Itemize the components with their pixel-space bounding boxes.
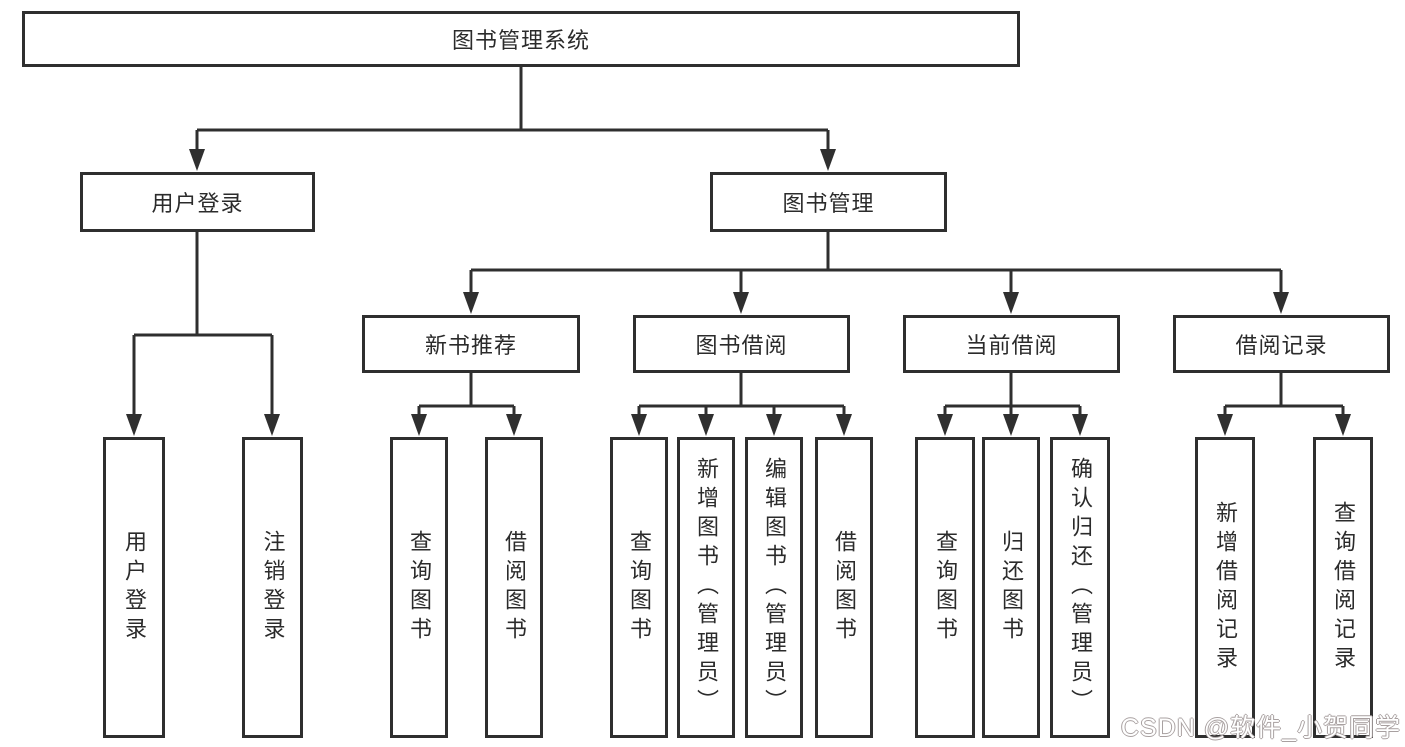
- arrowheads: [126, 149, 1351, 436]
- node-library-management-system: 图书管理系统: [22, 11, 1020, 67]
- node-label: 当前借阅: [965, 333, 1058, 358]
- node-label: 图书借阅: [695, 333, 788, 358]
- node-label: 查询图书: [933, 529, 958, 646]
- node-bb-add-books-admin: 新增图书（管理员）: [677, 437, 735, 738]
- node-label: 查询图书: [407, 529, 432, 646]
- node-label: 查询图书: [627, 529, 652, 646]
- node-cb-query-books: 查询图书: [915, 437, 975, 738]
- node-book-management: 图书管理: [710, 172, 947, 232]
- node-leaf-logout: 注销登录: [242, 437, 303, 738]
- node-label: 借阅记录: [1235, 333, 1328, 358]
- node-br-add-borrow-record: 新增借阅记录: [1195, 437, 1255, 738]
- node-current-borrowing: 当前借阅: [903, 315, 1120, 373]
- node-cb-confirm-return-admin: 确认归还（管理员）: [1050, 437, 1110, 738]
- node-label: 归还图书: [999, 529, 1024, 646]
- node-label: 图书管理系统: [451, 28, 590, 53]
- node-rec-borrow-books: 借阅图书: [485, 437, 543, 738]
- node-bb-query-books: 查询图书: [610, 437, 668, 738]
- node-label: 借阅图书: [502, 529, 527, 646]
- node-label: 新书推荐: [424, 333, 517, 358]
- node-label: 新增图书（管理员）: [694, 457, 719, 718]
- node-label: 用户登录: [122, 529, 147, 646]
- csdn-watermark: CSDN @软件_小贺同学: [1120, 714, 1401, 742]
- node-borrowing-records: 借阅记录: [1173, 315, 1390, 373]
- node-label: 借阅图书: [832, 529, 857, 646]
- node-leaf-user-login: 用户登录: [103, 437, 165, 738]
- node-new-book-recommendation: 新书推荐: [362, 315, 580, 373]
- node-br-query-borrow-record: 查询借阅记录: [1313, 437, 1373, 738]
- node-label: 注销登录: [260, 529, 286, 646]
- node-bb-edit-books-admin: 编辑图书（管理员）: [745, 437, 803, 738]
- node-book-borrowing: 图书借阅: [633, 315, 850, 373]
- node-label: 编辑图书（管理员）: [762, 457, 787, 718]
- node-cb-return-books: 归还图书: [982, 437, 1040, 738]
- node-bb-borrow-books: 借阅图书: [815, 437, 873, 738]
- node-user-login: 用户登录: [80, 172, 315, 232]
- node-label: 确认归还（管理员）: [1068, 457, 1093, 718]
- node-label: 新增借阅记录: [1213, 500, 1238, 675]
- node-label: 查询借阅记录: [1331, 500, 1356, 675]
- node-label: 用户登录: [151, 191, 244, 216]
- node-rec-query-books: 查询图书: [390, 437, 448, 738]
- node-label: 图书管理: [782, 191, 875, 216]
